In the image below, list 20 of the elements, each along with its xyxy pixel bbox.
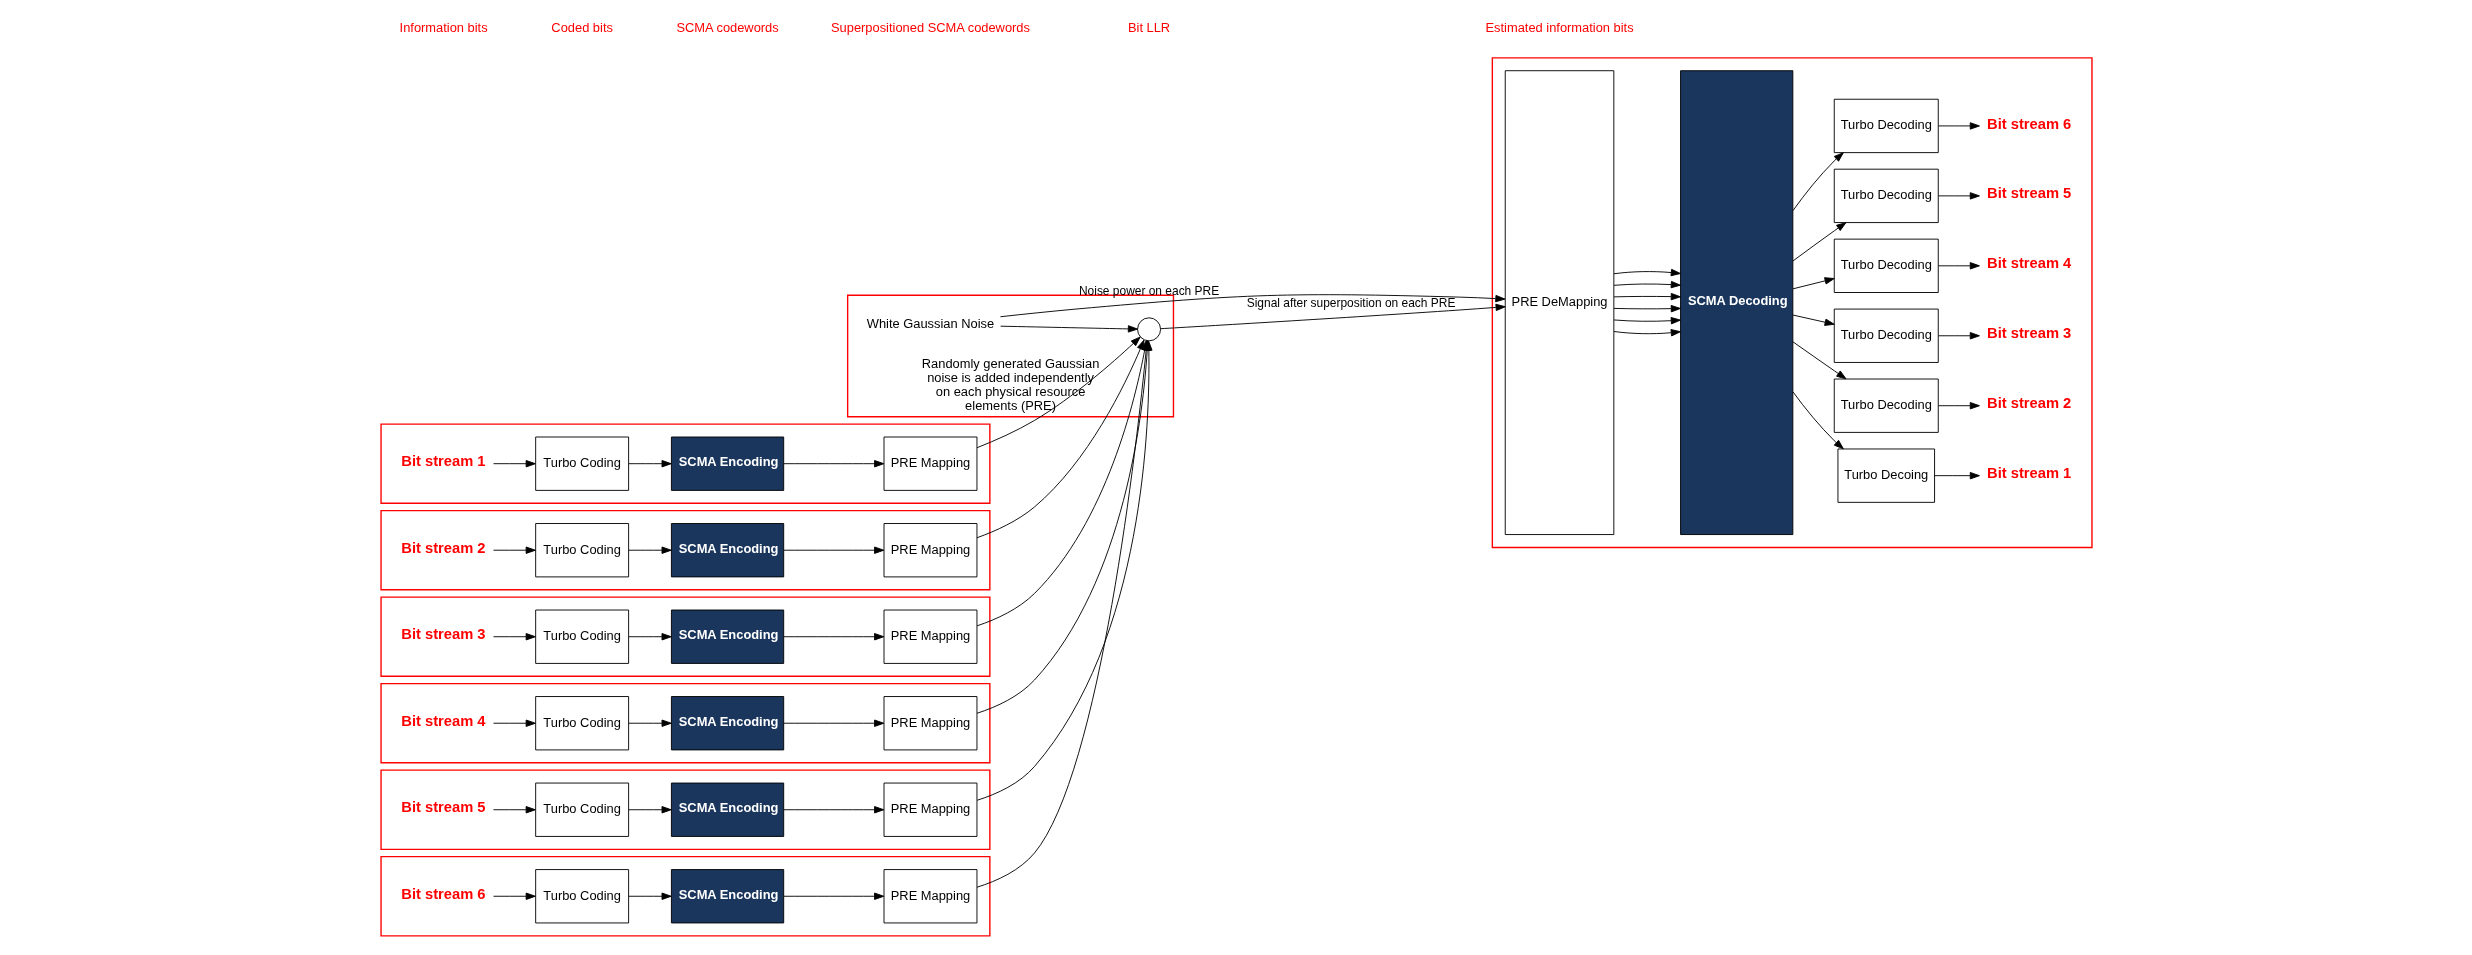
node-text: White Gaussian Noise	[866, 316, 994, 332]
node-text: Bit stream 1	[400, 453, 486, 470]
node-text: Bit stream 5	[400, 799, 486, 816]
edge-label: Signal after superposition on each PRE	[1246, 295, 1455, 310]
label: Information bits	[399, 19, 488, 35]
node-text: Bit stream 3	[400, 626, 486, 643]
node-text: Bit stream 4	[1986, 255, 2071, 272]
node-text: Bit stream 5	[1986, 185, 2071, 202]
node-text: Bit stream 3	[1986, 325, 2071, 342]
node-text: Bit stream 6	[400, 885, 486, 902]
label: Estimated information bits	[1484, 19, 1634, 35]
node-text: Bit stream 2	[1986, 395, 2071, 412]
label: SCMA codewords	[675, 19, 779, 35]
node-text: Bit stream 2	[400, 539, 486, 556]
label: Superpositioned SCMA codewords	[830, 19, 1030, 35]
node-text: Bit stream 4	[400, 712, 486, 729]
label: Bit LLR	[1127, 19, 1170, 35]
node-text: Bit stream 1	[1986, 465, 2071, 482]
node-text: Bit stream 6	[1986, 115, 2071, 132]
label: Coded bits	[550, 19, 613, 35]
